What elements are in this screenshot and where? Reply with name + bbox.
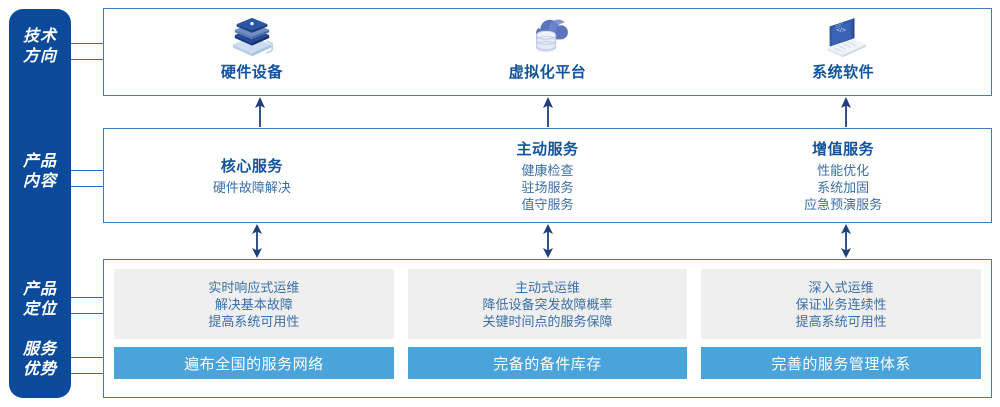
connector-tech-1 xyxy=(66,43,106,44)
tech-item-virtualization[interactable]: 虚拟化平台 xyxy=(400,9,696,95)
technology-direction-box: 硬件设备 虚拟化平台 xyxy=(103,8,992,96)
tech-item-hardware[interactable]: 硬件设备 xyxy=(104,9,400,95)
cloud-database-icon xyxy=(535,19,568,52)
rail-label-product-content: 产品 内容 xyxy=(22,153,57,190)
advantage-banner[interactable]: 遍布全国的服务网络 xyxy=(114,347,394,379)
advantage-banner[interactable]: 完善的服务管理体系 xyxy=(701,347,982,379)
content-item-proactive-service[interactable]: 主动服务 健康检查 驻场服务 值守服务 xyxy=(400,129,696,222)
bottom-column-proactive: 主动式运维 降低设备突发故障概率 关键时间点的服务保障 完备的备件库存 xyxy=(407,269,688,388)
positioning-line: 提高系统可用性 xyxy=(795,313,887,329)
positioning-line: 提高系统可用性 xyxy=(208,313,300,329)
positioning-line: 降低设备突发故障概率 xyxy=(482,296,613,312)
content-title: 主动服务 xyxy=(516,141,579,158)
rail-label-tech-direction: 技术 方向 xyxy=(22,28,57,65)
content-line: 值守服务 xyxy=(521,197,574,212)
content-line: 健康检查 xyxy=(521,163,574,178)
positioning-line: 实时响应式运维 xyxy=(208,279,300,295)
bottom-column-realtime: 实时响应式运维 解决基本故障 提高系统可用性 遍布全国的服务网络 xyxy=(114,269,394,388)
content-title: 核心服务 xyxy=(220,158,283,175)
tech-item-label: 虚拟化平台 xyxy=(508,64,587,81)
connector-content-2 xyxy=(66,186,106,187)
connector-position-2 xyxy=(66,313,106,314)
svg-text:</>: </> xyxy=(836,27,846,34)
content-title: 增值服务 xyxy=(812,141,875,158)
positioning-advantage-box: 实时响应式运维 解决基本故障 提高系统可用性 遍布全国的服务网络 主动式运维 降… xyxy=(103,259,992,398)
connector-tech-2 xyxy=(66,59,106,60)
bottom-column-indepth: 深入式运维 保证业务连续性 提高系统可用性 完善的服务管理体系 xyxy=(701,269,982,388)
positioning-panel[interactable]: 实时响应式运维 解决基本故障 提高系统可用性 xyxy=(114,269,394,339)
positioning-line: 主动式运维 xyxy=(515,279,581,295)
content-line: 应急预演服务 xyxy=(804,197,883,212)
positioning-line: 关键时间点的服务保障 xyxy=(482,313,613,329)
content-line: 性能优化 xyxy=(817,163,870,178)
server-stack-icon xyxy=(232,17,273,57)
arrow-updown-proactive xyxy=(543,224,553,258)
connector-advantage-2 xyxy=(66,373,106,374)
positioning-line: 解决基本故障 xyxy=(214,296,293,312)
connector-content-1 xyxy=(66,170,106,171)
positioning-line: 保证业务连续性 xyxy=(795,296,887,312)
content-item-value-added-service[interactable]: 增值服务 性能优化 系统加固 应急预演服务 xyxy=(695,129,991,222)
rail-label-service-advantage: 服务 优势 xyxy=(22,341,57,378)
connector-position-1 xyxy=(66,297,106,298)
positioning-line: 深入式运维 xyxy=(808,279,874,295)
arrow-updown-value xyxy=(841,224,851,258)
content-item-core-service[interactable]: 核心服务 硬件故障解决 xyxy=(104,129,400,222)
arrow-up-system-software xyxy=(841,97,851,127)
positioning-panel[interactable]: 主动式运维 降低设备突发故障概率 关键时间点的服务保障 xyxy=(407,269,688,339)
rail-label-product-position: 产品 定位 xyxy=(22,281,57,318)
positioning-panel[interactable]: 深入式运维 保证业务连续性 提高系统可用性 xyxy=(701,269,982,339)
tech-item-label: 系统软件 xyxy=(812,64,875,81)
advantage-banner[interactable]: 完备的备件库存 xyxy=(407,347,688,379)
tech-item-label: 硬件设备 xyxy=(220,64,283,81)
content-line: 硬件故障解决 xyxy=(212,180,291,195)
content-line: 驻场服务 xyxy=(521,180,574,195)
arrow-updown-core xyxy=(252,224,262,258)
arrow-up-hardware xyxy=(255,97,265,127)
laptop-code-icon: </> xyxy=(827,17,867,58)
category-rail xyxy=(9,9,71,398)
product-content-box: 核心服务 硬件故障解决 主动服务 健康检查 驻场服务 值守服务 增值服务 性能优… xyxy=(103,128,992,223)
content-line: 系统加固 xyxy=(817,180,870,195)
connector-advantage-1 xyxy=(66,357,106,358)
tech-item-system-software[interactable]: </> 系统软件 xyxy=(695,9,991,95)
arrow-up-virtualization xyxy=(543,97,553,127)
